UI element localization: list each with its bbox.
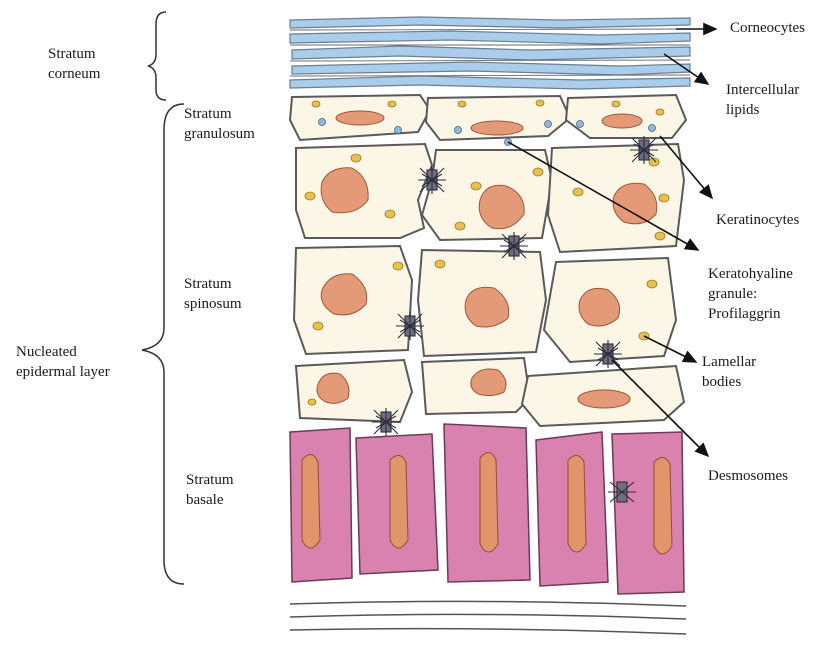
basal-cell: [290, 428, 352, 582]
label-stratum-spinosum: Stratum spinosum: [184, 274, 242, 314]
label-stratum-corneum: Stratum corneum: [48, 44, 100, 84]
label-nucleated-layer: Nucleated epidermal layer: [16, 342, 110, 382]
basal-nucleus: [390, 455, 408, 548]
desmosome: [418, 166, 446, 194]
corneocyte: [290, 17, 690, 28]
nucleated-brace: [142, 104, 184, 584]
corneocyte-layer: [290, 17, 690, 89]
nucleus: [613, 183, 657, 224]
desmosome: [372, 408, 400, 436]
basal-nucleus: [568, 455, 586, 552]
nucleus: [578, 390, 630, 408]
label-stratum-basale: Stratum basale: [186, 470, 234, 510]
nucleus: [336, 111, 384, 125]
basal-nucleus: [480, 452, 498, 552]
desmosome: [396, 312, 424, 340]
nucleus: [321, 168, 368, 213]
nucleus: [471, 121, 523, 135]
basement-membrane-lines: [290, 601, 686, 634]
corneocyte: [292, 62, 690, 75]
nucleus: [317, 373, 349, 403]
desmosome: [630, 136, 658, 164]
label-stratum-granulosum: Stratum granulosum: [184, 104, 255, 144]
label-corneocytes: Corneocytes: [730, 18, 805, 38]
label-keratinocytes: Keratinocytes: [716, 210, 799, 230]
corneocyte: [290, 31, 690, 44]
basal-cell: [612, 432, 684, 594]
nucleus: [602, 114, 642, 128]
label-desmosomes: Desmosomes: [708, 466, 788, 486]
corneum-brace: [148, 12, 166, 100]
desmosome: [500, 232, 528, 260]
label-keratohyaline-granule: Keratohyaline granule: Profilaggrin: [708, 264, 793, 324]
label-intercellular-lipids: Intercellular lipids: [726, 80, 799, 120]
desmosome: [594, 340, 622, 368]
nucleus: [471, 369, 506, 396]
basal-nucleus: [654, 457, 672, 554]
corneocyte: [292, 46, 690, 60]
basal-nucleus: [302, 454, 320, 548]
corneocyte: [290, 76, 690, 89]
label-lamellar-bodies: Lamellar bodies: [702, 352, 756, 392]
